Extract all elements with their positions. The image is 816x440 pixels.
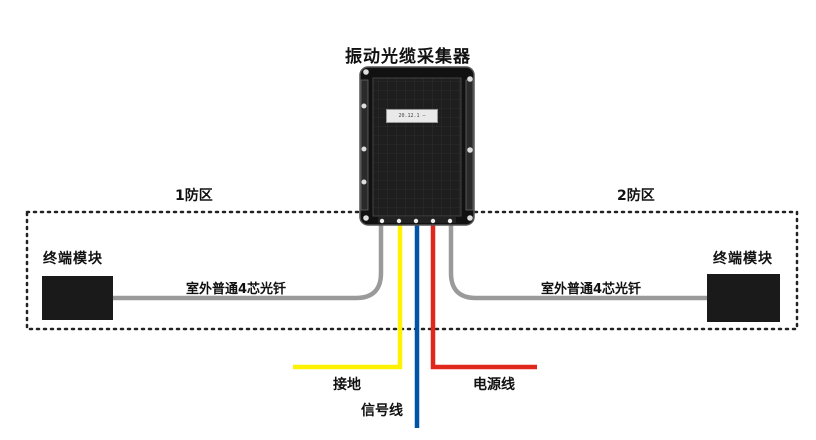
fiber-cable-right: [448, 221, 708, 301]
fiber-cable-right-label: 室外普通4芯光钎: [541, 282, 642, 297]
zone-boundary: [25, 210, 799, 331]
terminal-module-left-label: 终端模块: [43, 251, 103, 267]
device-screen: 20.12.1 — 10:10:10:10: [386, 109, 438, 123]
terminal-module-right: [707, 274, 780, 322]
ground-wire-label: 接地: [333, 377, 361, 393]
terminal-module-left: [42, 276, 113, 320]
power-wire-label: 电源线: [473, 377, 515, 393]
power-wire: [430, 221, 537, 370]
zone-2-label: 2防区: [617, 188, 655, 204]
vibration-collector-device: [359, 66, 475, 226]
fiber-cable-left-label: 室外普通4芯光钎: [186, 282, 287, 297]
signal-wire-label: 信号线: [361, 403, 403, 419]
device-title: 振动光缆采集器: [345, 47, 471, 67]
zone-1-label: 1防区: [175, 188, 213, 204]
ground-wire: [293, 221, 403, 370]
fiber-cable-left: [112, 221, 384, 301]
terminal-module-right-label: 终端模块: [713, 251, 773, 267]
